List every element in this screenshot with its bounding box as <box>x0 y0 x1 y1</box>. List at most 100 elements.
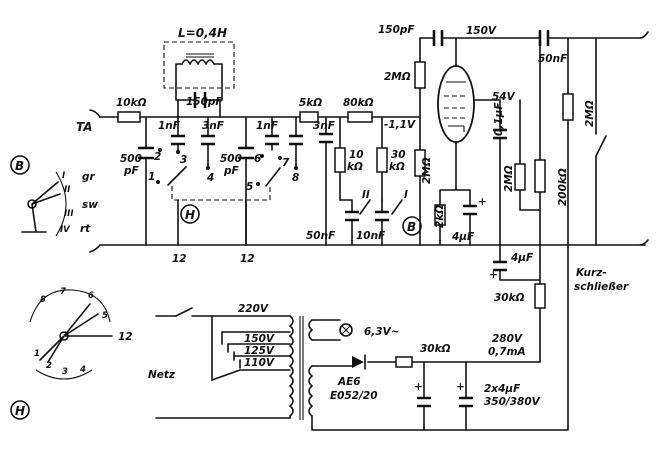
cap-50nF-wire <box>339 199 353 246</box>
resistor-2k <box>434 204 446 226</box>
switch-H-pos-8: 8 <box>40 295 46 305</box>
tap-110-label: 110V <box>244 357 275 369</box>
cap-500pF-b-unit: pF <box>223 165 240 177</box>
cap-3nF-a <box>201 134 215 146</box>
cap-500pF-a-label: 500 <box>120 153 142 165</box>
cap-3nF-c <box>319 132 333 144</box>
sw-contact-8 <box>294 166 298 170</box>
switch-B-pos-III: III <box>64 209 74 219</box>
tap-150-label: 150V <box>244 333 275 345</box>
cap-50nF-out <box>538 30 550 46</box>
short-circuit-label-1: Kurz- <box>576 267 607 279</box>
switch-B-pos-I: I <box>62 171 65 181</box>
filter-cap-2 <box>459 396 473 408</box>
input-terminal-bot <box>89 244 101 253</box>
switch-H-label: H <box>15 404 25 418</box>
rectifier-label-1: AE6 <box>337 376 361 388</box>
supply-current: 0,7mA <box>488 346 526 358</box>
cap-500pF-b-label: 500 <box>220 153 242 165</box>
switch-B-icon <box>10 155 30 175</box>
switch-H-marker-label: H <box>185 208 195 222</box>
cap-150pF-filter-label: 150pF <box>186 96 223 108</box>
resistor-10k <box>117 111 141 123</box>
sw-pos-1: 1 <box>148 171 155 183</box>
resistor-5k-label: 5kΩ <box>299 97 322 109</box>
switch-B-pos-IV: IV <box>60 225 71 235</box>
rectifier-diode <box>352 356 364 368</box>
tube-cathode <box>448 125 465 132</box>
switch-H-linkage <box>171 186 271 201</box>
cap-150pF-coupling <box>432 30 444 46</box>
filter-caps-label-1: 2x4μF <box>484 383 521 395</box>
filter-cap-1-plus: + <box>414 381 423 393</box>
resistor-30k-supply-label: 30kΩ <box>494 292 525 304</box>
cap-4uF-supply <box>493 260 507 272</box>
transformer-core <box>299 316 304 420</box>
resistor-30k-v-label: 30 <box>391 149 406 161</box>
resistor-2M-screen <box>514 163 526 191</box>
tap-220: 220V <box>238 303 269 315</box>
hv-return <box>311 244 569 431</box>
cap-150pF-filter <box>193 92 207 108</box>
resistor-10k-v-unit: kΩ <box>347 161 363 173</box>
switch-B-sw: sw <box>82 199 98 211</box>
cap-500pF-a <box>138 146 154 160</box>
resistor-2k-label: 2kΩ <box>434 205 446 228</box>
cap-1nF-b-label: 1nF <box>256 120 279 132</box>
resistor-200k <box>534 159 546 193</box>
pilot-lamp-x <box>341 325 351 335</box>
switch-I-label: I <box>404 189 408 201</box>
sw-pos-2: 2 <box>154 151 161 163</box>
resistor-2M-grid-label: 2MΩ <box>421 157 433 184</box>
sw-pos-8: 8 <box>292 172 299 184</box>
resistor-200k-label: 200kΩ <box>557 168 569 206</box>
switch-B-dial <box>55 171 67 237</box>
switch-H-pos-6: 6 <box>88 291 94 301</box>
mains-label: Netz <box>148 369 176 381</box>
resistor-30k-filter <box>395 356 413 368</box>
inductor-value: L=0,4H <box>178 26 227 40</box>
resistor-2M-grid <box>414 149 426 177</box>
switch-H-pos-3: 3 <box>62 367 68 377</box>
resistor-5k <box>299 111 319 123</box>
switch-B-label: B <box>15 159 24 173</box>
sw-pos-3: 3 <box>180 154 187 166</box>
switch-H-arms <box>39 303 113 363</box>
resistor-2M-top-label: 2MΩ <box>384 71 411 83</box>
sw-pos-4: 4 <box>206 172 214 184</box>
sw-contact-3 <box>176 150 180 154</box>
vacuum-tube <box>437 65 475 143</box>
voltage-150V: 150V <box>466 25 497 37</box>
resistor-2M-screen-label: 2MΩ <box>503 165 515 192</box>
input-terminal-top <box>89 109 101 118</box>
resistor-80k-label: 80kΩ <box>343 97 374 109</box>
sw-pos-5: 5 <box>246 181 253 193</box>
short-switch <box>595 135 607 157</box>
cap-4uF-supply-plus: + <box>489 269 498 281</box>
transformer-secondary-heater <box>308 319 313 341</box>
switch-B-marker <box>402 216 422 236</box>
cap-10nF <box>375 210 389 222</box>
cap-500pF-b <box>238 146 254 160</box>
switch-II <box>359 199 371 215</box>
cap-4uF-supply-label: 4μF <box>510 252 534 264</box>
inductor-leads <box>175 63 223 101</box>
resistor-2M-out-label: 2MΩ <box>584 100 596 127</box>
sw-contact-4 <box>206 166 210 170</box>
switch-H-pos-4: 4 <box>79 365 86 375</box>
resistor-2M-out <box>562 93 574 121</box>
inductor-coil <box>181 59 215 65</box>
switch-H-pos-12: 12 <box>118 331 133 343</box>
mains-switch <box>175 307 193 317</box>
sw-contact-2 <box>158 148 162 152</box>
cap-50nF-out-label: 50nF <box>538 53 568 65</box>
pos-12-wires <box>177 199 247 246</box>
cap-50nF <box>345 210 359 222</box>
switch-H-marker <box>180 204 200 224</box>
tube-grids <box>444 95 468 119</box>
heater-wires <box>311 319 341 341</box>
switch-H-pos-5: 5 <box>102 311 108 321</box>
resistor-30k-v <box>376 147 388 173</box>
cap-4uF-cathode-plus: + <box>478 196 487 208</box>
